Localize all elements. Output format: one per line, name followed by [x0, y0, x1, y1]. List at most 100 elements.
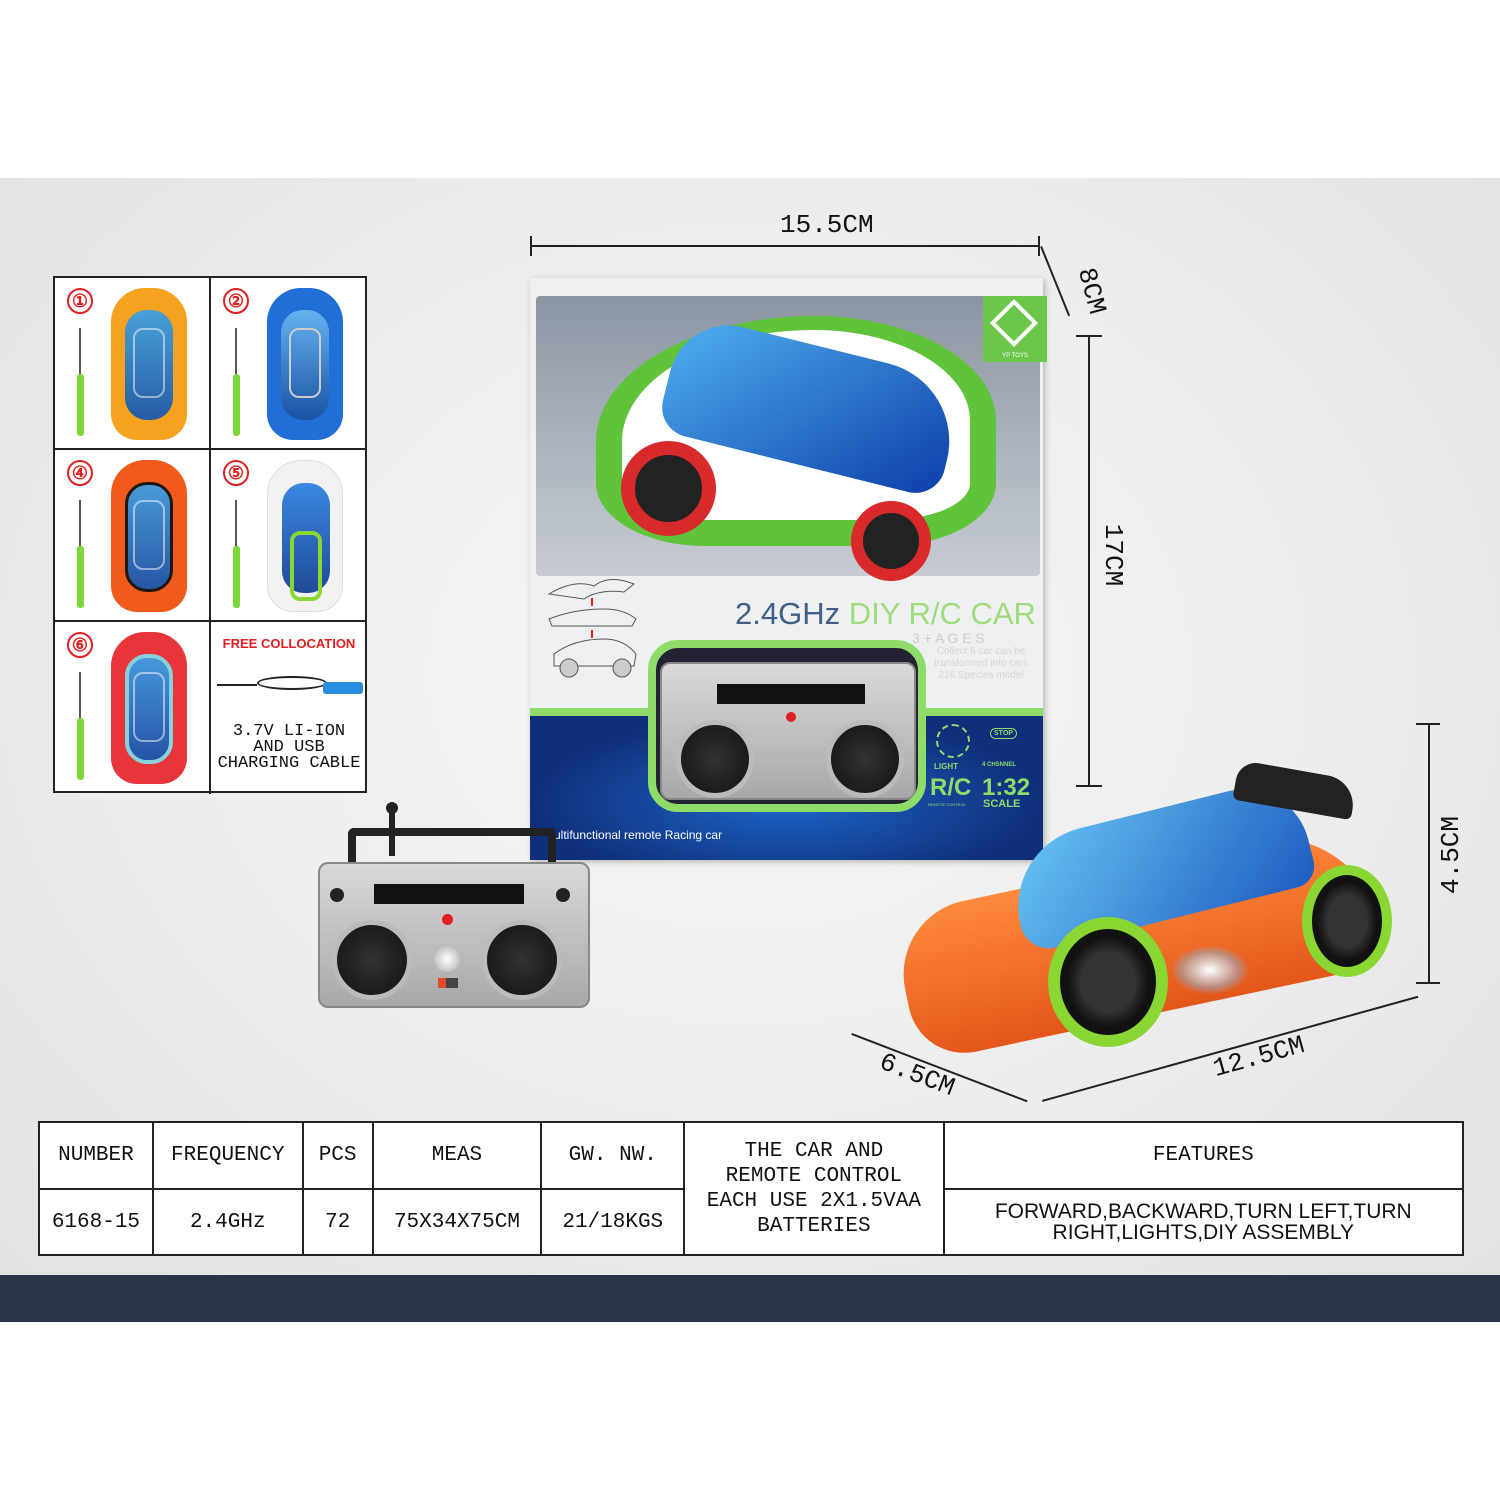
- car-top-view: [111, 632, 187, 784]
- blurb-line: transformed into cars: [934, 658, 1028, 669]
- light-label: LIGHT: [934, 762, 958, 771]
- battery-note-line: EACH USE 2X1.5VAA: [706, 1189, 921, 1213]
- variant-number: ②: [223, 288, 249, 314]
- variant-cell: ④: [55, 450, 211, 622]
- steering-knob[interactable]: [482, 920, 562, 1000]
- header-number: NUMBER: [38, 1121, 154, 1190]
- dimension-tick: [1416, 723, 1440, 725]
- dimension-line: [1088, 335, 1090, 787]
- dimension-tick: [530, 236, 532, 256]
- dimension-line: [530, 245, 1040, 247]
- variant-number: ④: [67, 460, 93, 486]
- center-button[interactable]: [434, 946, 460, 972]
- header-features: FEATURES: [942, 1121, 1465, 1190]
- remote-control-label: REMOTE CONTROL: [928, 802, 966, 807]
- boxed-car-wheel: [621, 441, 716, 536]
- table-header-row: NUMBER FREQUENCY PCS MEAS GW. NW. THE CA…: [38, 1121, 1465, 1256]
- dimension-line: [1428, 723, 1430, 983]
- header-pcs: PCS: [301, 1121, 374, 1190]
- car-top-view: [267, 460, 343, 612]
- screwdriver-icon: [233, 328, 240, 438]
- accessories-text: 3.7V LI-ION AND USB CHARGING CABLE: [211, 722, 367, 772]
- power-led: [442, 914, 453, 925]
- box-title-product: DIY R/C CAR: [848, 596, 1036, 631]
- car-height-label: 4.5CM: [1436, 815, 1467, 895]
- variant-number: ⑤: [223, 460, 249, 486]
- headlight-glow: [1170, 945, 1250, 995]
- rc-car: [889, 759, 1400, 1064]
- dimension-tick: [1416, 982, 1440, 984]
- accessories-line: 3.7V LI-ION: [232, 722, 346, 741]
- equalizer-display: [717, 684, 865, 704]
- dimension-tick: [1076, 335, 1102, 337]
- scale-value: 1:32: [982, 774, 1031, 801]
- box-height-label: 17CM: [1098, 523, 1129, 587]
- throttle-knob: [676, 720, 754, 798]
- footer-band: [0, 1275, 1500, 1322]
- dimension-tick: [1076, 785, 1102, 787]
- remote-window: [648, 640, 926, 812]
- table-row: 6168-15 2.4GHz 72 75X34X75CM 21/18KGS FO…: [38, 1188, 1465, 1256]
- header-weight: GW. NW.: [540, 1121, 686, 1190]
- blurb-line: 216 Species model: [938, 670, 1024, 681]
- box-ages: 3 + A G E S: [912, 630, 985, 646]
- value-pcs: 72: [301, 1188, 374, 1256]
- usb-cable-coil: [257, 676, 327, 690]
- throttle-knob[interactable]: [332, 920, 412, 1000]
- product-box: YP TOYS 2.4GHz DIY R/C CAR 3 + A G E S C…: [530, 278, 1047, 860]
- car-wheel: [1302, 865, 1392, 977]
- accessories-cell: FREE COLLOCATION 3.7V LI-ION AND USB CHA…: [211, 622, 367, 794]
- box-tagline: ultifunctional remote Racing car: [554, 828, 723, 842]
- equalizer-display: [374, 884, 524, 904]
- boxed-remote: [660, 662, 916, 800]
- blurb-line: Collect 6 car can be: [936, 646, 1026, 657]
- battery-icon: [323, 682, 363, 694]
- box-width-label: 15.5CM: [780, 210, 874, 240]
- accessories-line: AND USB: [253, 738, 325, 757]
- value-frequency: 2.4GHz: [151, 1188, 304, 1256]
- variant-cell: ⑥: [55, 622, 211, 794]
- steering-knob: [826, 720, 904, 798]
- remote-screw: [330, 888, 344, 902]
- variant-cell: ⑤: [211, 450, 367, 622]
- value-weight: 21/18KGS: [540, 1188, 686, 1256]
- car-top-view: [111, 288, 187, 440]
- screwdriver-icon: [77, 672, 84, 782]
- value-number: 6168-15: [38, 1188, 154, 1256]
- light-icon: [936, 724, 970, 758]
- usb-cable-icon: [217, 684, 257, 686]
- rc-label: R/C: [930, 774, 972, 801]
- battery-note: THE CAR AND REMOTE CONTROL EACH USE 2X1.…: [683, 1121, 945, 1256]
- value-meas: 75X34X75CM: [371, 1188, 543, 1256]
- variant-number: ⑥: [67, 632, 93, 658]
- power-switch[interactable]: [438, 978, 458, 988]
- variant-number: ①: [67, 288, 93, 314]
- battery-note-line: THE CAR AND: [744, 1139, 884, 1163]
- boxed-car-wheel: [851, 501, 931, 581]
- variant-cell: ①: [55, 278, 211, 450]
- brand-logo: YP TOYS: [983, 296, 1047, 362]
- variant-cell: ②: [211, 278, 367, 450]
- box-title-frequency: 2.4GHz: [735, 596, 849, 631]
- box-window: YP TOYS: [536, 296, 1047, 581]
- value-features: FORWARD,BACKWARD,TURN LEFT,TURN RIGHT,LI…: [942, 1188, 1465, 1256]
- header-frequency: FREQUENCY: [151, 1121, 304, 1190]
- remote-antenna: [389, 806, 395, 856]
- car-wheel: [1048, 917, 1168, 1047]
- stop-icon: STOP: [990, 728, 1017, 739]
- box-title: 2.4GHz DIY R/C CAR: [735, 596, 1036, 632]
- car-top-view: [267, 288, 343, 440]
- battery-note-line: REMOTE CONTROL: [725, 1164, 903, 1188]
- spec-table: NUMBER FREQUENCY PCS MEAS GW. NW. THE CA…: [38, 1121, 1465, 1256]
- antenna-tip: [386, 802, 398, 814]
- screwdriver-icon: [233, 500, 240, 610]
- channel-label: 4 CHSNNEL: [982, 762, 1017, 768]
- header-meas: MEAS: [371, 1121, 543, 1190]
- remote-controller: [318, 862, 590, 1008]
- dimension-tick: [1038, 236, 1040, 256]
- box-blurb: Collect 6 car can be transformed into ca…: [925, 646, 1037, 682]
- battery-note-line: BATTERIES: [757, 1214, 871, 1238]
- remote-screw: [556, 888, 570, 902]
- brand-name: YP TOYS: [1002, 353, 1028, 359]
- assembly-diagram-icon: [547, 579, 637, 678]
